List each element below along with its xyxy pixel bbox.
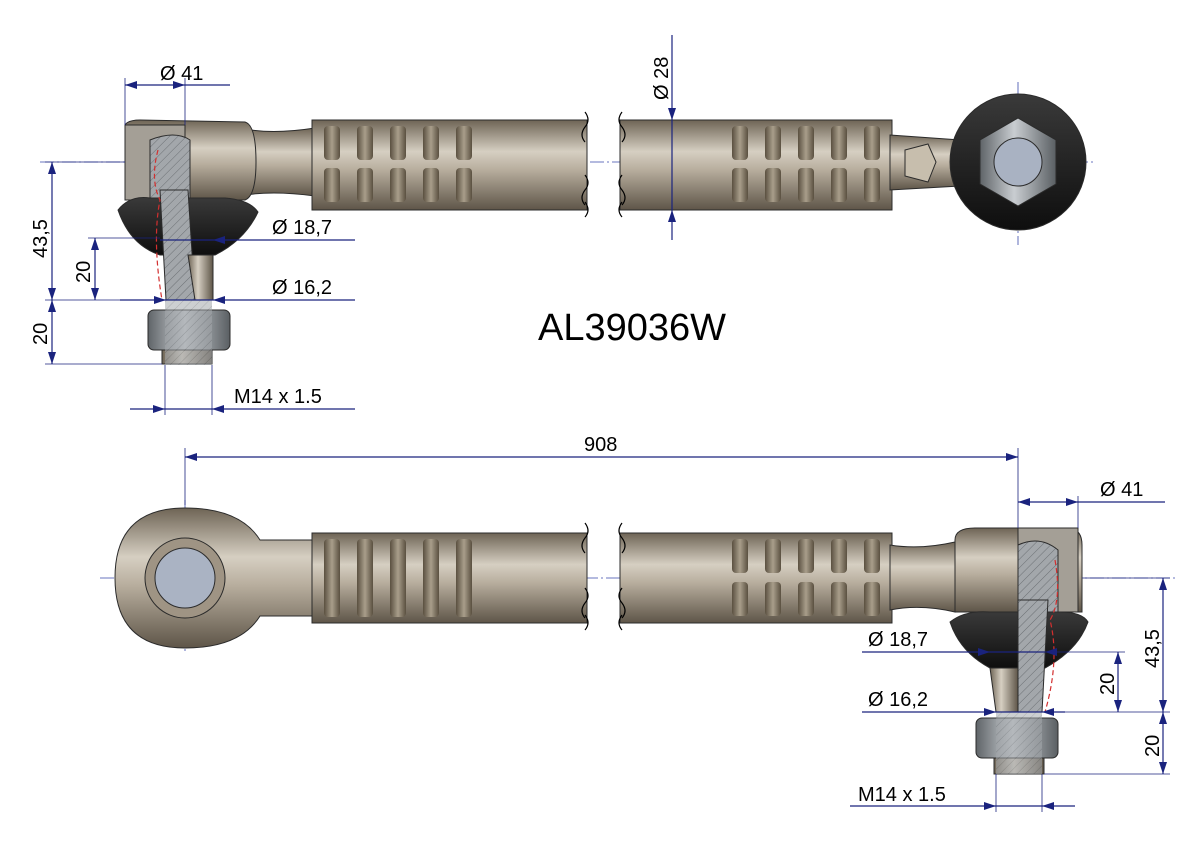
bottom-neck-right	[889, 541, 956, 613]
top-dim-thread: M14 x 1.5	[234, 386, 322, 408]
top-red-line	[153, 149, 163, 301]
top-dim-stud-diameter: Ø 16,2	[272, 277, 332, 299]
top-thread-section	[165, 300, 212, 365]
bottom-dim-ball-diameter: Ø 41	[1100, 479, 1143, 501]
top-dim-cone-diameter: Ø 18,7	[272, 217, 332, 239]
top-dim-stud-length: 20	[30, 323, 52, 345]
bottom-break-right	[618, 522, 626, 631]
top-view: Ø 41 Ø 28 43,5 20 20 Ø 18,7 Ø 16,2	[30, 35, 1095, 415]
top-tube-right	[619, 119, 893, 211]
bottom-tube-left	[311, 532, 588, 624]
bottom-red-line	[1044, 559, 1059, 713]
bottom-break-left	[581, 522, 589, 631]
bottom-grooves-right	[732, 539, 880, 616]
bottom-tube-right	[619, 532, 893, 624]
bottom-dim-cone-diameter: Ø 18,7	[868, 629, 928, 651]
top-grooves-left	[324, 126, 472, 202]
bottom-stud	[989, 667, 1019, 713]
bottom-ball-section	[1017, 540, 1059, 613]
bottom-grooves-left	[324, 539, 472, 617]
bottom-thread-section	[996, 712, 1042, 774]
top-break-right	[618, 111, 626, 218]
bottom-eye-stud	[154, 547, 216, 609]
bottom-dim-stud-length: 20	[1142, 735, 1164, 757]
top-dim-ball-diameter: Ø 41	[160, 63, 203, 85]
bottom-dim-height: 43,5	[1142, 629, 1164, 668]
top-dim-height: 43,5	[30, 219, 52, 258]
top-ball-section	[149, 134, 191, 201]
bottom-dim-height-lower: 20	[1097, 673, 1119, 695]
top-dim-tube-diameter: Ø 28	[651, 57, 673, 100]
part-number: AL39036W	[538, 307, 726, 349]
top-break-left	[581, 111, 589, 218]
top-grooves-right	[732, 126, 880, 202]
top-grease-nipple	[904, 143, 937, 183]
bottom-dim-thread: M14 x 1.5	[858, 784, 946, 806]
bottom-dim-stud-diameter: Ø 16,2	[868, 689, 928, 711]
top-dim-height-lower: 20	[73, 261, 95, 283]
bottom-dim-total-length: 908	[584, 434, 617, 456]
bottom-stud-section	[1017, 599, 1049, 713]
bottom-view: 908 Ø 41 Ø 18,7 Ø 16,2 43,5 20	[100, 434, 1175, 812]
top-eye-stud	[993, 137, 1043, 187]
top-tube-left	[311, 119, 588, 211]
